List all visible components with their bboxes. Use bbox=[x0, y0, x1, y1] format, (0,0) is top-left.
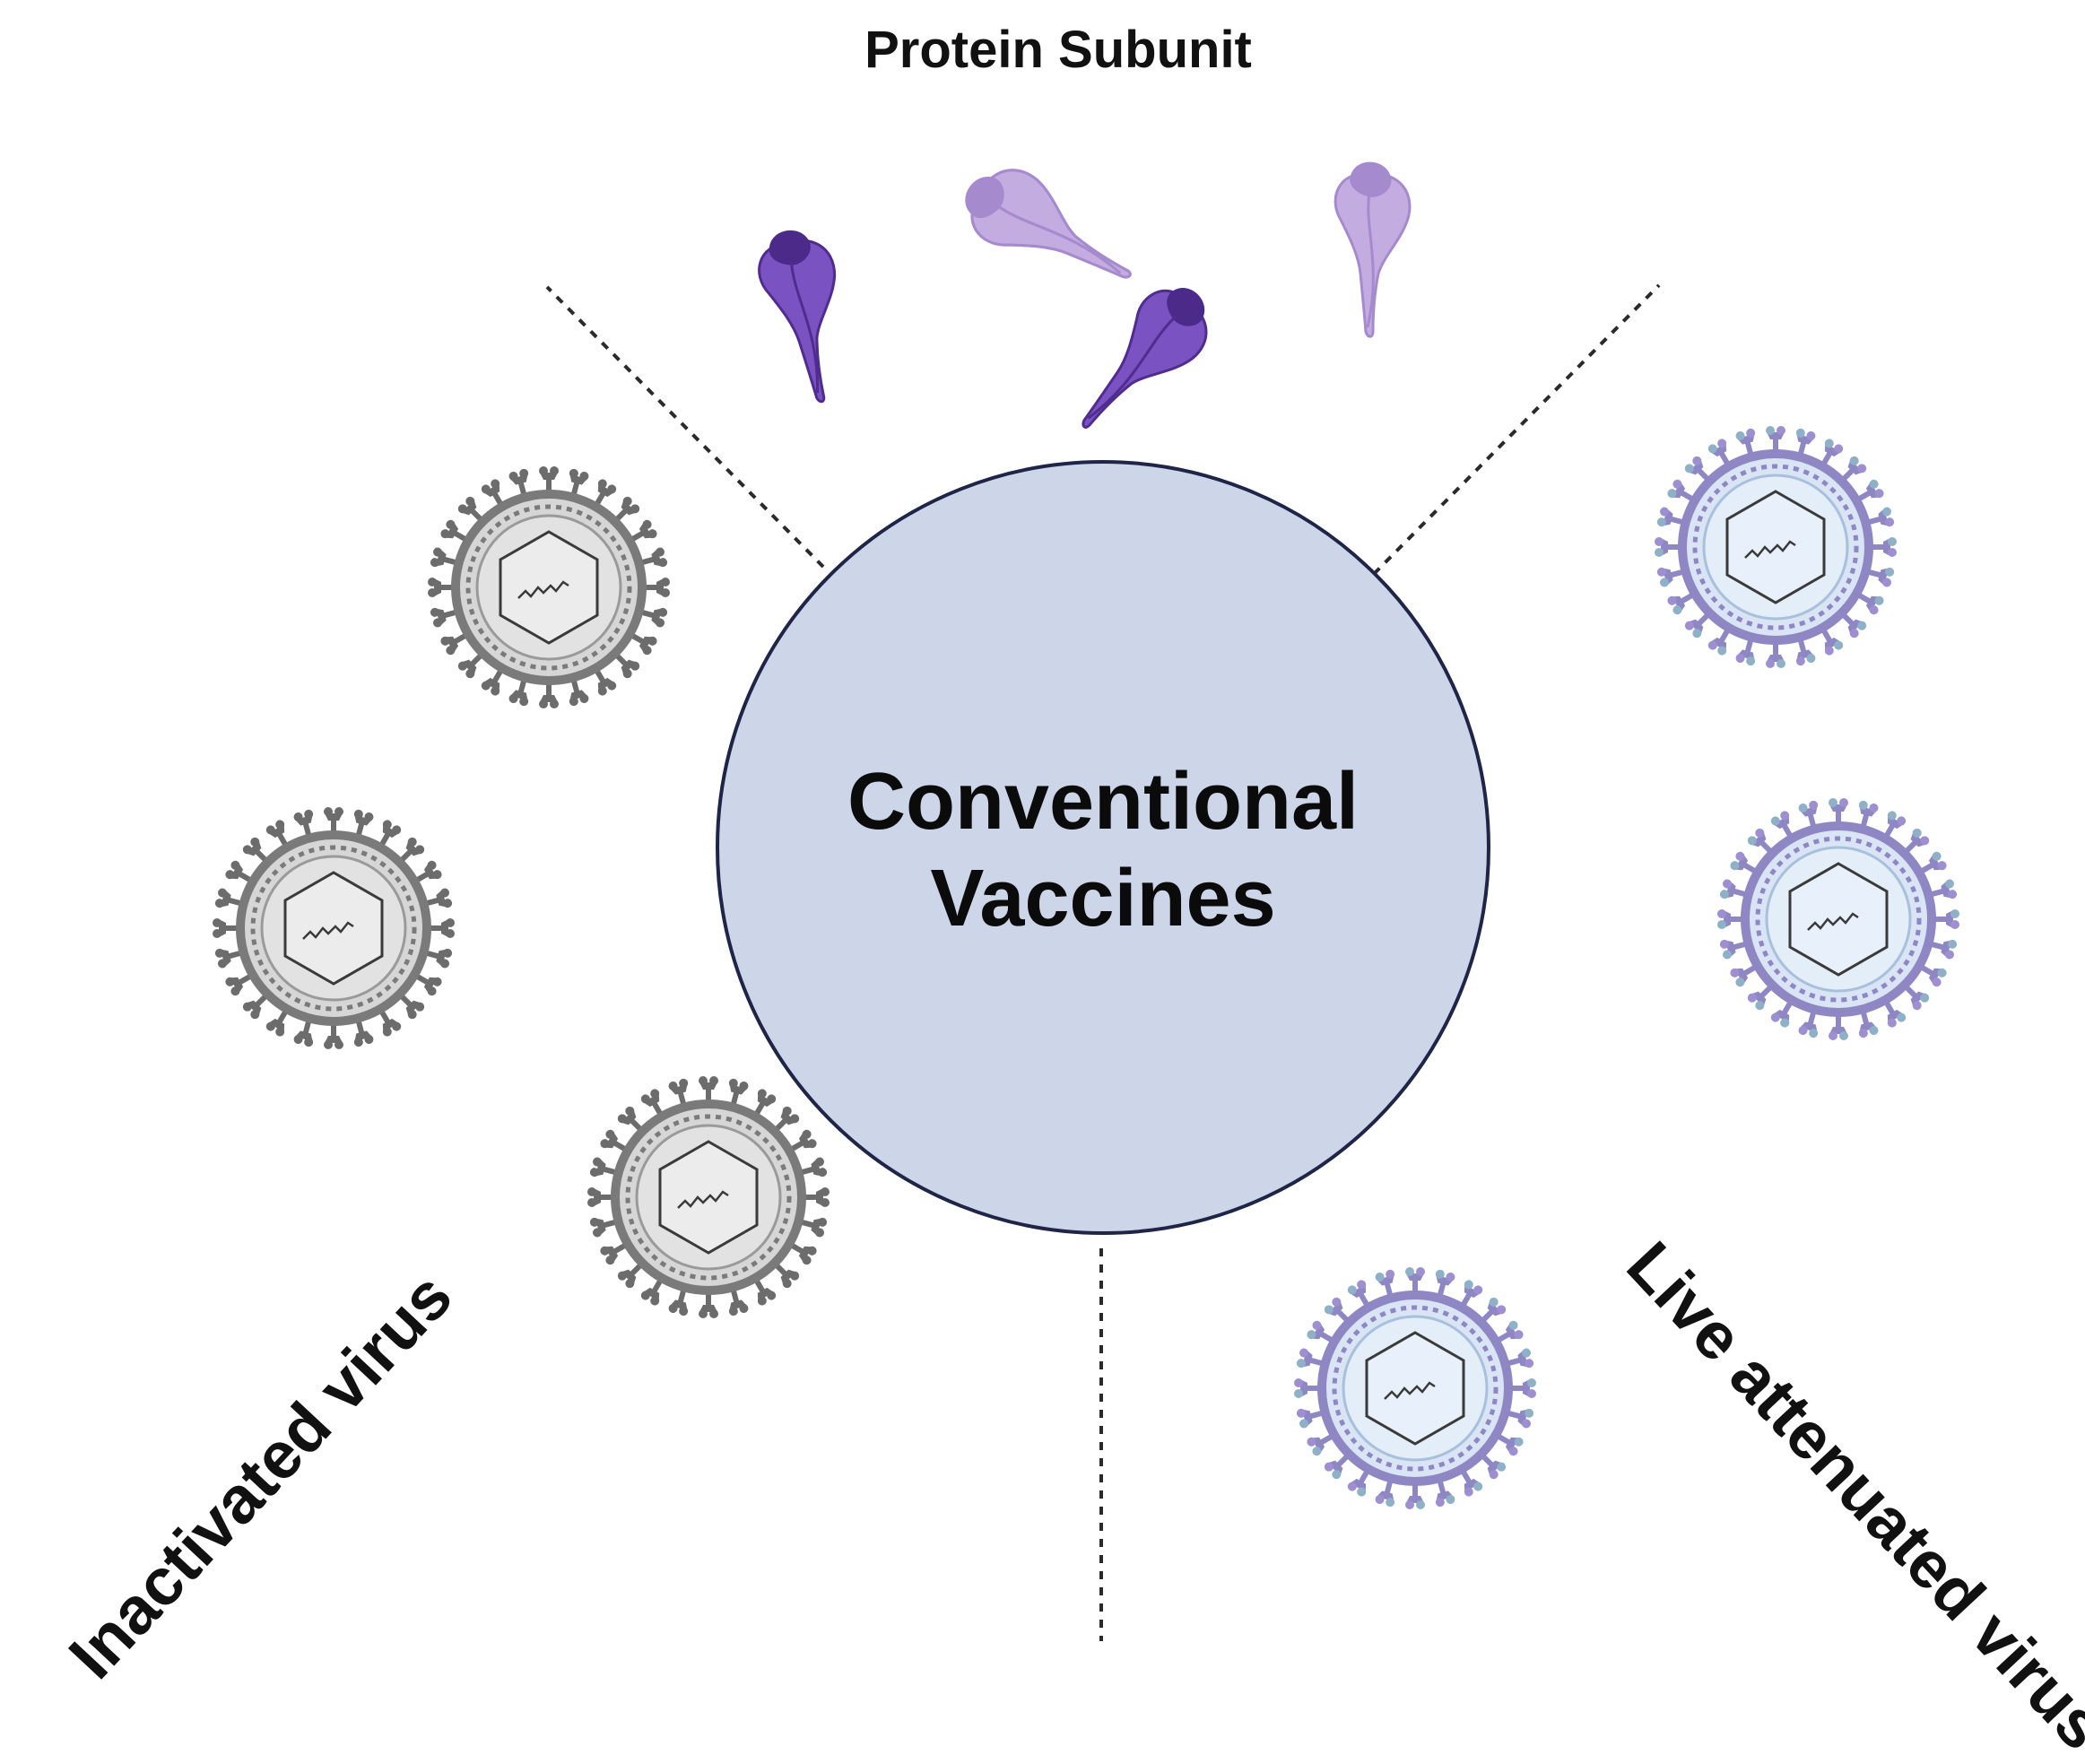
label-protein-subunit: Protein Subunit bbox=[864, 21, 1252, 79]
live-attenuated-virus-icon bbox=[1655, 426, 1897, 668]
center-title-line2: Vaccines bbox=[930, 854, 1276, 943]
protein-subunit-icon bbox=[750, 221, 863, 411]
divider-left bbox=[545, 285, 825, 569]
diagram-art bbox=[213, 151, 1959, 1641]
virus-group bbox=[213, 426, 1959, 1509]
protein-subunit-icon bbox=[950, 151, 1151, 309]
inactivated-virus-icon bbox=[213, 807, 455, 1049]
inactivated-virus-icon bbox=[587, 1076, 830, 1318]
live-attenuated-virus-icon bbox=[1717, 798, 1959, 1040]
center-title-line1: Conventional bbox=[847, 757, 1359, 847]
diagram-canvas: Protein Subunit Conventional Vaccines In… bbox=[55, 21, 2085, 1764]
live-attenuated-virus-icon bbox=[1294, 1267, 1536, 1509]
protein-subunit-icon bbox=[1334, 161, 1412, 338]
center-title: Conventional Vaccines bbox=[717, 753, 1489, 947]
divider-right bbox=[1372, 283, 1661, 576]
protein-subunit-icon bbox=[1056, 269, 1229, 454]
inactivated-virus-icon bbox=[428, 466, 670, 708]
center-circle bbox=[716, 460, 1490, 1235]
